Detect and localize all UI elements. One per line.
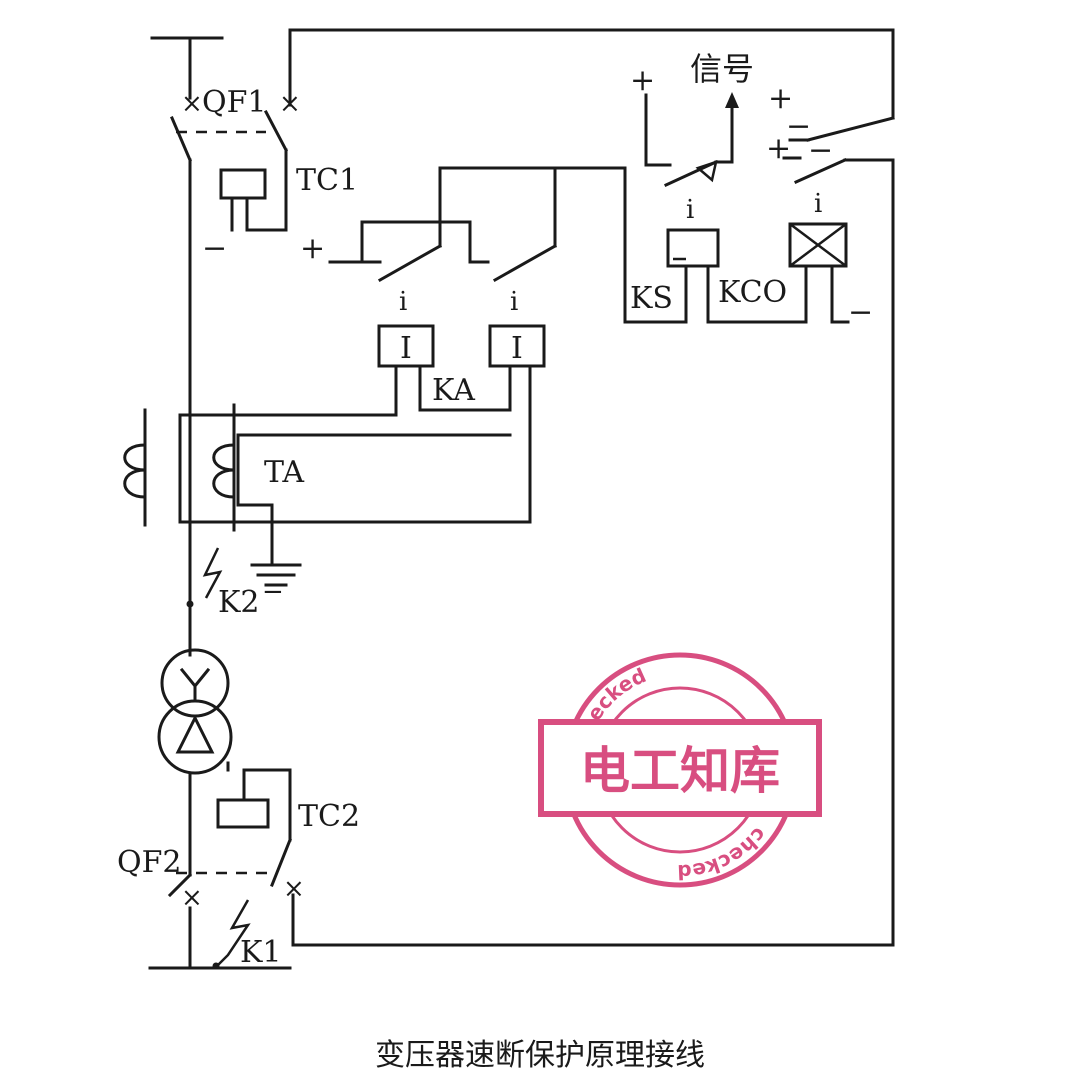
k1-label: K1: [240, 935, 282, 970]
k2-fault-symbol: [188, 535, 223, 599]
qf2-tc2-group: ×: [176, 761, 305, 904]
trip-minus-label: −: [786, 109, 811, 144]
ks-label: KS: [630, 281, 673, 316]
qf2-label: QF2: [117, 845, 182, 880]
ta2-winding: [212, 443, 236, 499]
current-transformers: [123, 403, 532, 587]
figure-caption: 变压器速断保护原理接线: [375, 1038, 705, 1073]
kco-plus-label: +: [766, 131, 791, 166]
stamp-text: 电工知库: [580, 742, 780, 800]
ks-i-label: i: [686, 195, 694, 225]
ka2-contact-blade: [492, 243, 558, 283]
tc1-minus-label: −: [202, 231, 227, 266]
kco-minus-top-label: −: [808, 133, 833, 168]
tc1-label: TC1: [296, 163, 358, 198]
stamp-banner: [538, 719, 822, 817]
tc2-label: TC2: [298, 799, 360, 834]
signal-label: 信号: [690, 50, 754, 88]
kco-cross-2: [789, 223, 847, 267]
transformer-primary-winding: [160, 648, 230, 718]
ka-contacts: [328, 166, 688, 324]
qf1-left-cross: ×: [181, 89, 203, 119]
kco-minus-label: −: [848, 295, 873, 330]
signal-plus-label: +: [630, 63, 655, 98]
signal-arrow-icon: [725, 92, 739, 108]
qf2-right-cross: ×: [283, 874, 305, 904]
k1-fault-point: [212, 962, 220, 970]
ka-relays: [377, 324, 546, 524]
ka-plus-label: +: [300, 231, 325, 266]
ka2-i-label: i: [510, 287, 518, 317]
labels: QF1 TC1 − + 信号 + + − + − i i i i I I KA …: [117, 50, 873, 970]
k2-minus-label: −: [262, 577, 284, 607]
trip-plus-label: +: [768, 81, 793, 116]
tc2-coil: [216, 798, 270, 829]
tc1-coil: [219, 168, 267, 200]
wye-symbol: [179, 667, 211, 702]
k2-label: K2: [218, 585, 260, 620]
ta1-winding: [123, 443, 147, 499]
qf1-aux-contact: [263, 109, 289, 153]
kco-label: KCO: [718, 275, 787, 310]
ta-label: TA: [264, 455, 304, 490]
ka1-relay: [377, 324, 435, 368]
ka1-contact-blade: [377, 243, 443, 283]
qf2-aux-contact: [270, 838, 292, 887]
qf2-left-cross: ×: [181, 883, 203, 913]
ka1-i-label: i: [399, 287, 407, 317]
qf1-tc1-group: ×: [176, 28, 895, 232]
ks-relay: [666, 228, 720, 268]
transformer-secondary-winding: [157, 699, 233, 775]
checked-stamp: checked checked 电工知库: [538, 652, 822, 888]
ka2-relay: [488, 324, 546, 368]
ks-latch-symbol: [695, 160, 718, 183]
kco-signal-contact: [794, 158, 847, 184]
ka1-I-label: I: [400, 331, 412, 366]
ka-label: KA: [432, 373, 475, 408]
qf2-contact-blade: [167, 872, 193, 898]
ka2-I-label: I: [511, 331, 523, 366]
kco-trip-contact: [806, 116, 895, 142]
qf1-label: QF1: [202, 85, 267, 120]
primary-circuit: × ×: [148, 36, 292, 970]
qf1-contact-blade: [170, 116, 192, 162]
k1-fault-symbol: [217, 899, 251, 966]
signal-and-output-relays: [291, 92, 895, 947]
delta-symbol: [175, 714, 215, 754]
kco-i-label: i: [814, 189, 822, 219]
